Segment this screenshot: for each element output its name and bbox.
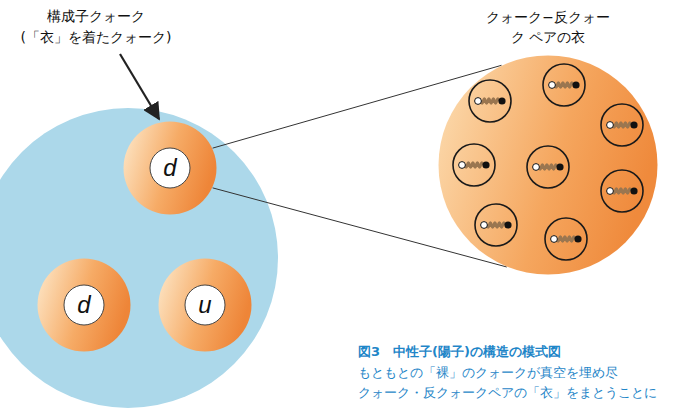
pair-ring xyxy=(543,64,585,106)
pair-cloud xyxy=(159,259,252,352)
gluon-wave xyxy=(465,163,483,167)
bare-quark xyxy=(64,285,104,325)
magnified-cloud-fill xyxy=(439,56,658,275)
quark-antiquark-pair xyxy=(545,218,587,260)
figure-caption: 図3 中性子(陽子)の構造の模式図 xyxy=(358,343,561,361)
antiquark-dot xyxy=(630,121,637,128)
gluon-wave xyxy=(481,99,499,103)
quark-dot xyxy=(551,236,558,243)
antiquark-dot xyxy=(504,221,511,228)
quark-antiquark-pair xyxy=(527,146,569,188)
antiquark-dot xyxy=(556,163,563,170)
caption-text: クォーク・反クォークペアの「衣」をまとうことに xyxy=(358,384,657,402)
quark-flavor: d xyxy=(77,292,90,318)
quark-dot xyxy=(475,98,482,105)
pair-ring xyxy=(545,218,587,260)
constituent-quark: d xyxy=(37,258,131,352)
pair-ring xyxy=(469,80,511,122)
pair-cloud xyxy=(124,122,217,215)
quark-flavor: d xyxy=(163,155,176,181)
pair-cloud xyxy=(38,259,131,352)
gluon-wave xyxy=(613,123,631,127)
gluon-wave xyxy=(557,237,575,241)
quark-dot xyxy=(533,164,540,171)
callout-label: (「衣」を着たクォーク) xyxy=(21,28,172,47)
quark-dot xyxy=(459,162,466,169)
pair-ring xyxy=(527,146,569,188)
magnified-cloud-shape xyxy=(438,55,658,275)
quark-antiquark-pair xyxy=(469,80,511,122)
quark-dot xyxy=(549,82,556,89)
quark-antiquark-pair xyxy=(453,144,495,186)
gluon-wave xyxy=(487,223,505,227)
callout-label: 構成子クォーク xyxy=(47,7,145,26)
pair-ring xyxy=(601,170,643,212)
quark-flavor: u xyxy=(198,292,211,318)
bare-quark xyxy=(185,285,225,325)
antiquark-dot xyxy=(630,187,637,194)
caption-text: もともとの「裸」のクォークが真空を埋め尽 xyxy=(358,364,618,382)
pair-ring xyxy=(601,104,643,146)
gluon-wave xyxy=(555,83,573,87)
gluon-wave xyxy=(613,189,631,193)
pair-ring xyxy=(475,204,517,246)
antiquark-dot xyxy=(574,235,581,242)
quark-dot xyxy=(607,122,614,129)
leader-arrow xyxy=(120,54,159,119)
nucleon-body xyxy=(0,108,278,408)
cloud-heading: クォーク−反クォーク ペアの衣 xyxy=(481,7,615,47)
bare-quark xyxy=(150,148,190,188)
pair-ring xyxy=(453,144,495,186)
quark-dot xyxy=(481,222,488,229)
antiquark-dot xyxy=(498,97,505,104)
quark-antiquark-pair xyxy=(475,204,517,246)
quark-antiquark-pair xyxy=(543,64,585,106)
antiquark-dot xyxy=(572,81,579,88)
quark-antiquark-pair xyxy=(601,104,643,146)
magnified-cloud: クォーク−反クォーク ペアの衣 xyxy=(438,55,658,275)
quark-antiquark-pair xyxy=(601,170,643,212)
antiquark-dot xyxy=(482,161,489,168)
gluon-wave xyxy=(539,165,557,169)
constituent-quark: d xyxy=(123,121,217,215)
constituent-quark: u xyxy=(158,258,252,352)
quark-dot xyxy=(607,188,614,195)
